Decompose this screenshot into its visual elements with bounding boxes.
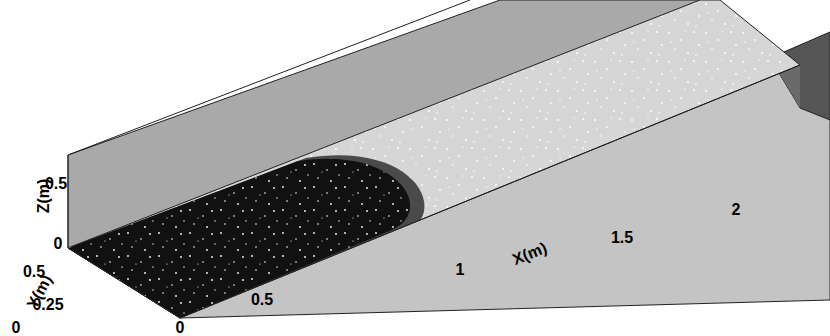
tick-label: 1 — [456, 262, 465, 278]
tick-label: 0.25 — [32, 297, 63, 313]
tick-label: 0.5 — [45, 176, 67, 192]
tick-label: 2 — [732, 202, 741, 218]
tick-label: 1.5 — [611, 230, 633, 246]
tick-label: 0 — [54, 236, 63, 252]
tick-label: 0 — [12, 320, 21, 336]
tick-label: 0 — [176, 320, 185, 336]
tick-label: 0.5 — [251, 292, 273, 308]
